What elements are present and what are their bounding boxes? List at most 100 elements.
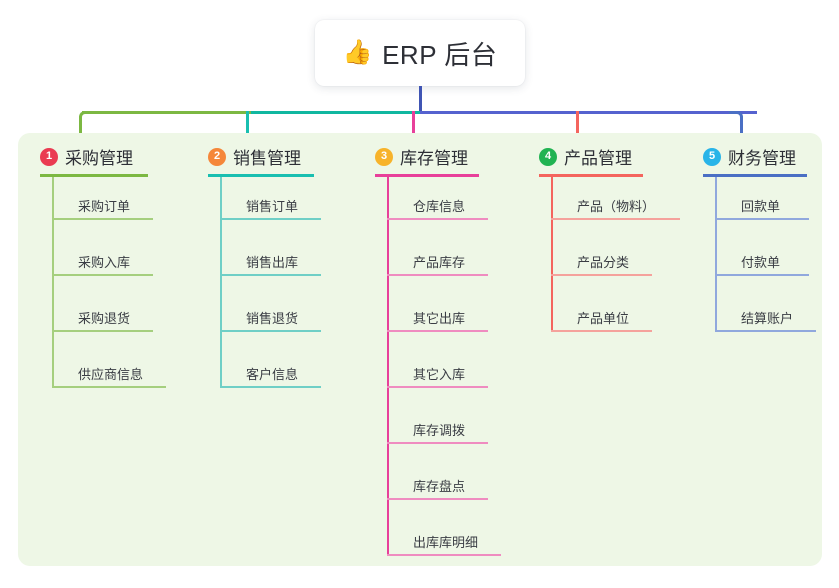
branch-number-badge: 3	[375, 147, 393, 166]
leaf-underline	[387, 330, 488, 332]
leaf-label: 销售退货	[246, 311, 299, 326]
branch-drop-4	[576, 111, 579, 146]
leaf-underline	[220, 330, 321, 332]
leaf-underline	[387, 386, 488, 388]
leaf-node[interactable]: 付款单	[715, 252, 809, 276]
leaf-underline	[387, 498, 488, 500]
leaf-underline	[387, 274, 488, 276]
leaf-label: 销售出库	[246, 255, 299, 270]
leaf-underline	[220, 218, 321, 220]
thumbs-up-icon: 👍	[342, 39, 374, 66]
trunk-right-corner	[729, 111, 743, 125]
branch-underline	[208, 174, 314, 177]
leaf-node[interactable]: 采购订单	[52, 196, 153, 220]
leaf-underline	[715, 218, 809, 220]
leaf-node[interactable]: 其它入库	[387, 364, 488, 388]
root-title: 👍 ERP 后台	[343, 35, 498, 72]
leaf-node[interactable]: 结算账户	[715, 308, 816, 332]
leaf-node[interactable]: 库存盘点	[387, 476, 488, 500]
leaf-node[interactable]: 回款单	[715, 196, 809, 220]
branch-spine-line	[551, 177, 553, 332]
branch-column-1: 1 采购管理采购订单采购入库采购退货供应商信息	[40, 133, 200, 566]
leaf-underline	[220, 386, 321, 388]
leaf-label: 产品（物料）	[577, 199, 656, 214]
leaf-label: 出库库明细	[413, 535, 479, 550]
leaf-node[interactable]: 仓库信息	[387, 196, 488, 220]
branch-underline	[40, 174, 148, 177]
leaf-underline	[52, 218, 153, 220]
leaf-underline	[551, 218, 680, 220]
leaf-label: 采购订单	[78, 199, 131, 214]
branch-underline	[703, 174, 807, 177]
leaf-node[interactable]: 采购入库	[52, 252, 153, 276]
branch-header-5[interactable]: 5 财务管理	[703, 144, 796, 169]
branch-number-badge: 1	[40, 147, 58, 166]
leaf-node[interactable]: 销售出库	[220, 252, 321, 276]
leaf-node[interactable]: 产品库存	[387, 252, 488, 276]
leaf-node[interactable]: 产品分类	[551, 252, 652, 276]
branch-label: 产品管理	[564, 149, 632, 168]
root-stem-line	[419, 86, 422, 114]
trunk-segment-1	[82, 111, 251, 114]
leaf-label: 产品库存	[413, 255, 466, 270]
branch-header-4[interactable]: 4 产品管理	[539, 144, 632, 169]
branch-spine-line	[52, 177, 54, 388]
branch-label: 销售管理	[233, 149, 301, 168]
branch-number-badge: 4	[539, 147, 557, 166]
leaf-node[interactable]: 供应商信息	[52, 364, 166, 388]
leaf-label: 仓库信息	[413, 199, 466, 214]
leaf-underline	[715, 330, 816, 332]
leaf-node[interactable]: 产品（物料）	[551, 196, 680, 220]
leaf-underline	[715, 274, 809, 276]
branch-spine-line	[220, 177, 222, 388]
leaf-node[interactable]: 销售订单	[220, 196, 321, 220]
branch-number-badge: 5	[703, 147, 721, 166]
root-title-text: ERP 后台	[382, 39, 498, 70]
leaf-node[interactable]: 出库库明细	[387, 532, 501, 556]
leaf-node[interactable]: 其它出库	[387, 308, 488, 332]
trunk-segment-3	[420, 111, 757, 114]
branch-column-3: 3 库存管理仓库信息产品库存其它出库其它入库库存调拨库存盘点出库库明细	[375, 133, 535, 566]
leaf-node[interactable]: 采购退货	[52, 308, 153, 332]
leaf-node[interactable]: 库存调拨	[387, 420, 488, 444]
branch-label: 采购管理	[65, 149, 133, 168]
leaf-label: 库存盘点	[413, 479, 466, 494]
root-node[interactable]: 👍 ERP 后台	[315, 20, 525, 86]
branch-drop-2	[246, 111, 249, 146]
branch-underline	[539, 174, 643, 177]
leaf-label: 其它入库	[413, 367, 466, 382]
leaf-label: 产品分类	[577, 255, 630, 270]
leaf-underline	[387, 442, 488, 444]
branch-spine-line	[387, 177, 389, 556]
trunk-left-corner	[79, 111, 93, 125]
branch-column-4: 4 产品管理产品（物料） 产品分类产品单位	[539, 133, 699, 566]
leaf-underline	[387, 218, 488, 220]
leaf-node[interactable]: 销售退货	[220, 308, 321, 332]
leaf-label: 库存调拨	[413, 423, 466, 438]
branch-header-1[interactable]: 1 采购管理	[40, 144, 133, 169]
leaf-label: 回款单	[741, 199, 781, 214]
leaf-node[interactable]: 产品单位	[551, 308, 652, 332]
leaf-underline	[387, 554, 501, 556]
branch-label: 库存管理	[400, 149, 468, 168]
branch-column-5: 5 财务管理回款单付款单结算账户	[703, 133, 839, 566]
leaf-label: 供应商信息	[78, 367, 144, 382]
leaf-underline	[52, 274, 153, 276]
leaf-underline	[220, 274, 321, 276]
leaf-node[interactable]: 客户信息	[220, 364, 321, 388]
leaf-label: 付款单	[741, 255, 781, 270]
branch-drop-3	[412, 111, 415, 146]
branches-panel	[18, 133, 822, 566]
leaf-label: 客户信息	[246, 367, 299, 382]
branch-label: 财务管理	[728, 149, 796, 168]
leaf-label: 销售订单	[246, 199, 299, 214]
leaf-underline	[551, 274, 652, 276]
leaf-label: 采购退货	[78, 311, 131, 326]
branch-header-3[interactable]: 3 库存管理	[375, 144, 468, 169]
leaf-underline	[551, 330, 652, 332]
trunk-segment-2	[251, 111, 420, 114]
leaf-label: 采购入库	[78, 255, 131, 270]
